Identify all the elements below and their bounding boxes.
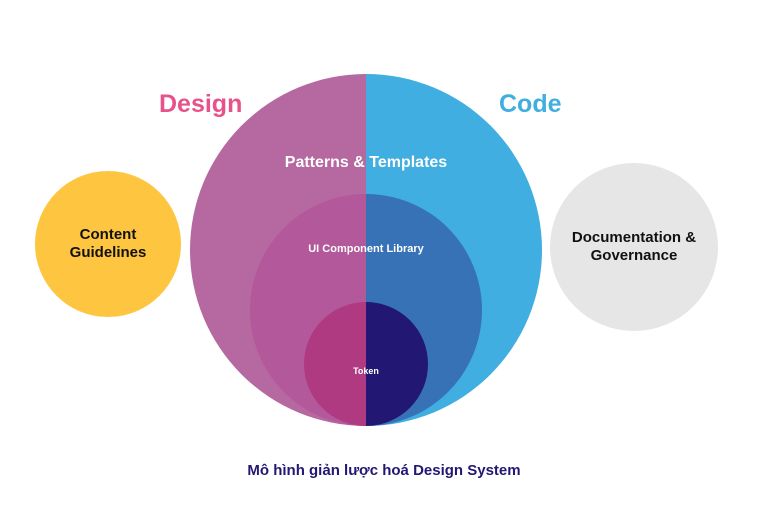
diagram-caption: Mô hình giản lược hoá Design System: [247, 462, 521, 479]
token-design-half: [304, 302, 366, 426]
token-code-half: [366, 302, 428, 426]
code-title: Code: [499, 90, 562, 118]
ui-component-library-label: UI Component Library: [308, 243, 424, 255]
token-label: Token: [353, 366, 379, 376]
content-guidelines-label: Content Guidelines: [69, 226, 147, 261]
documentation-governance-label: Documentation & Governance: [571, 229, 697, 264]
documentation-governance-circle: Documentation & Governance: [550, 163, 718, 331]
content-guidelines-circle: Content Guidelines: [35, 171, 181, 317]
design-title: Design: [159, 90, 243, 118]
patterns-templates-label: Patterns & Templates: [284, 154, 448, 171]
